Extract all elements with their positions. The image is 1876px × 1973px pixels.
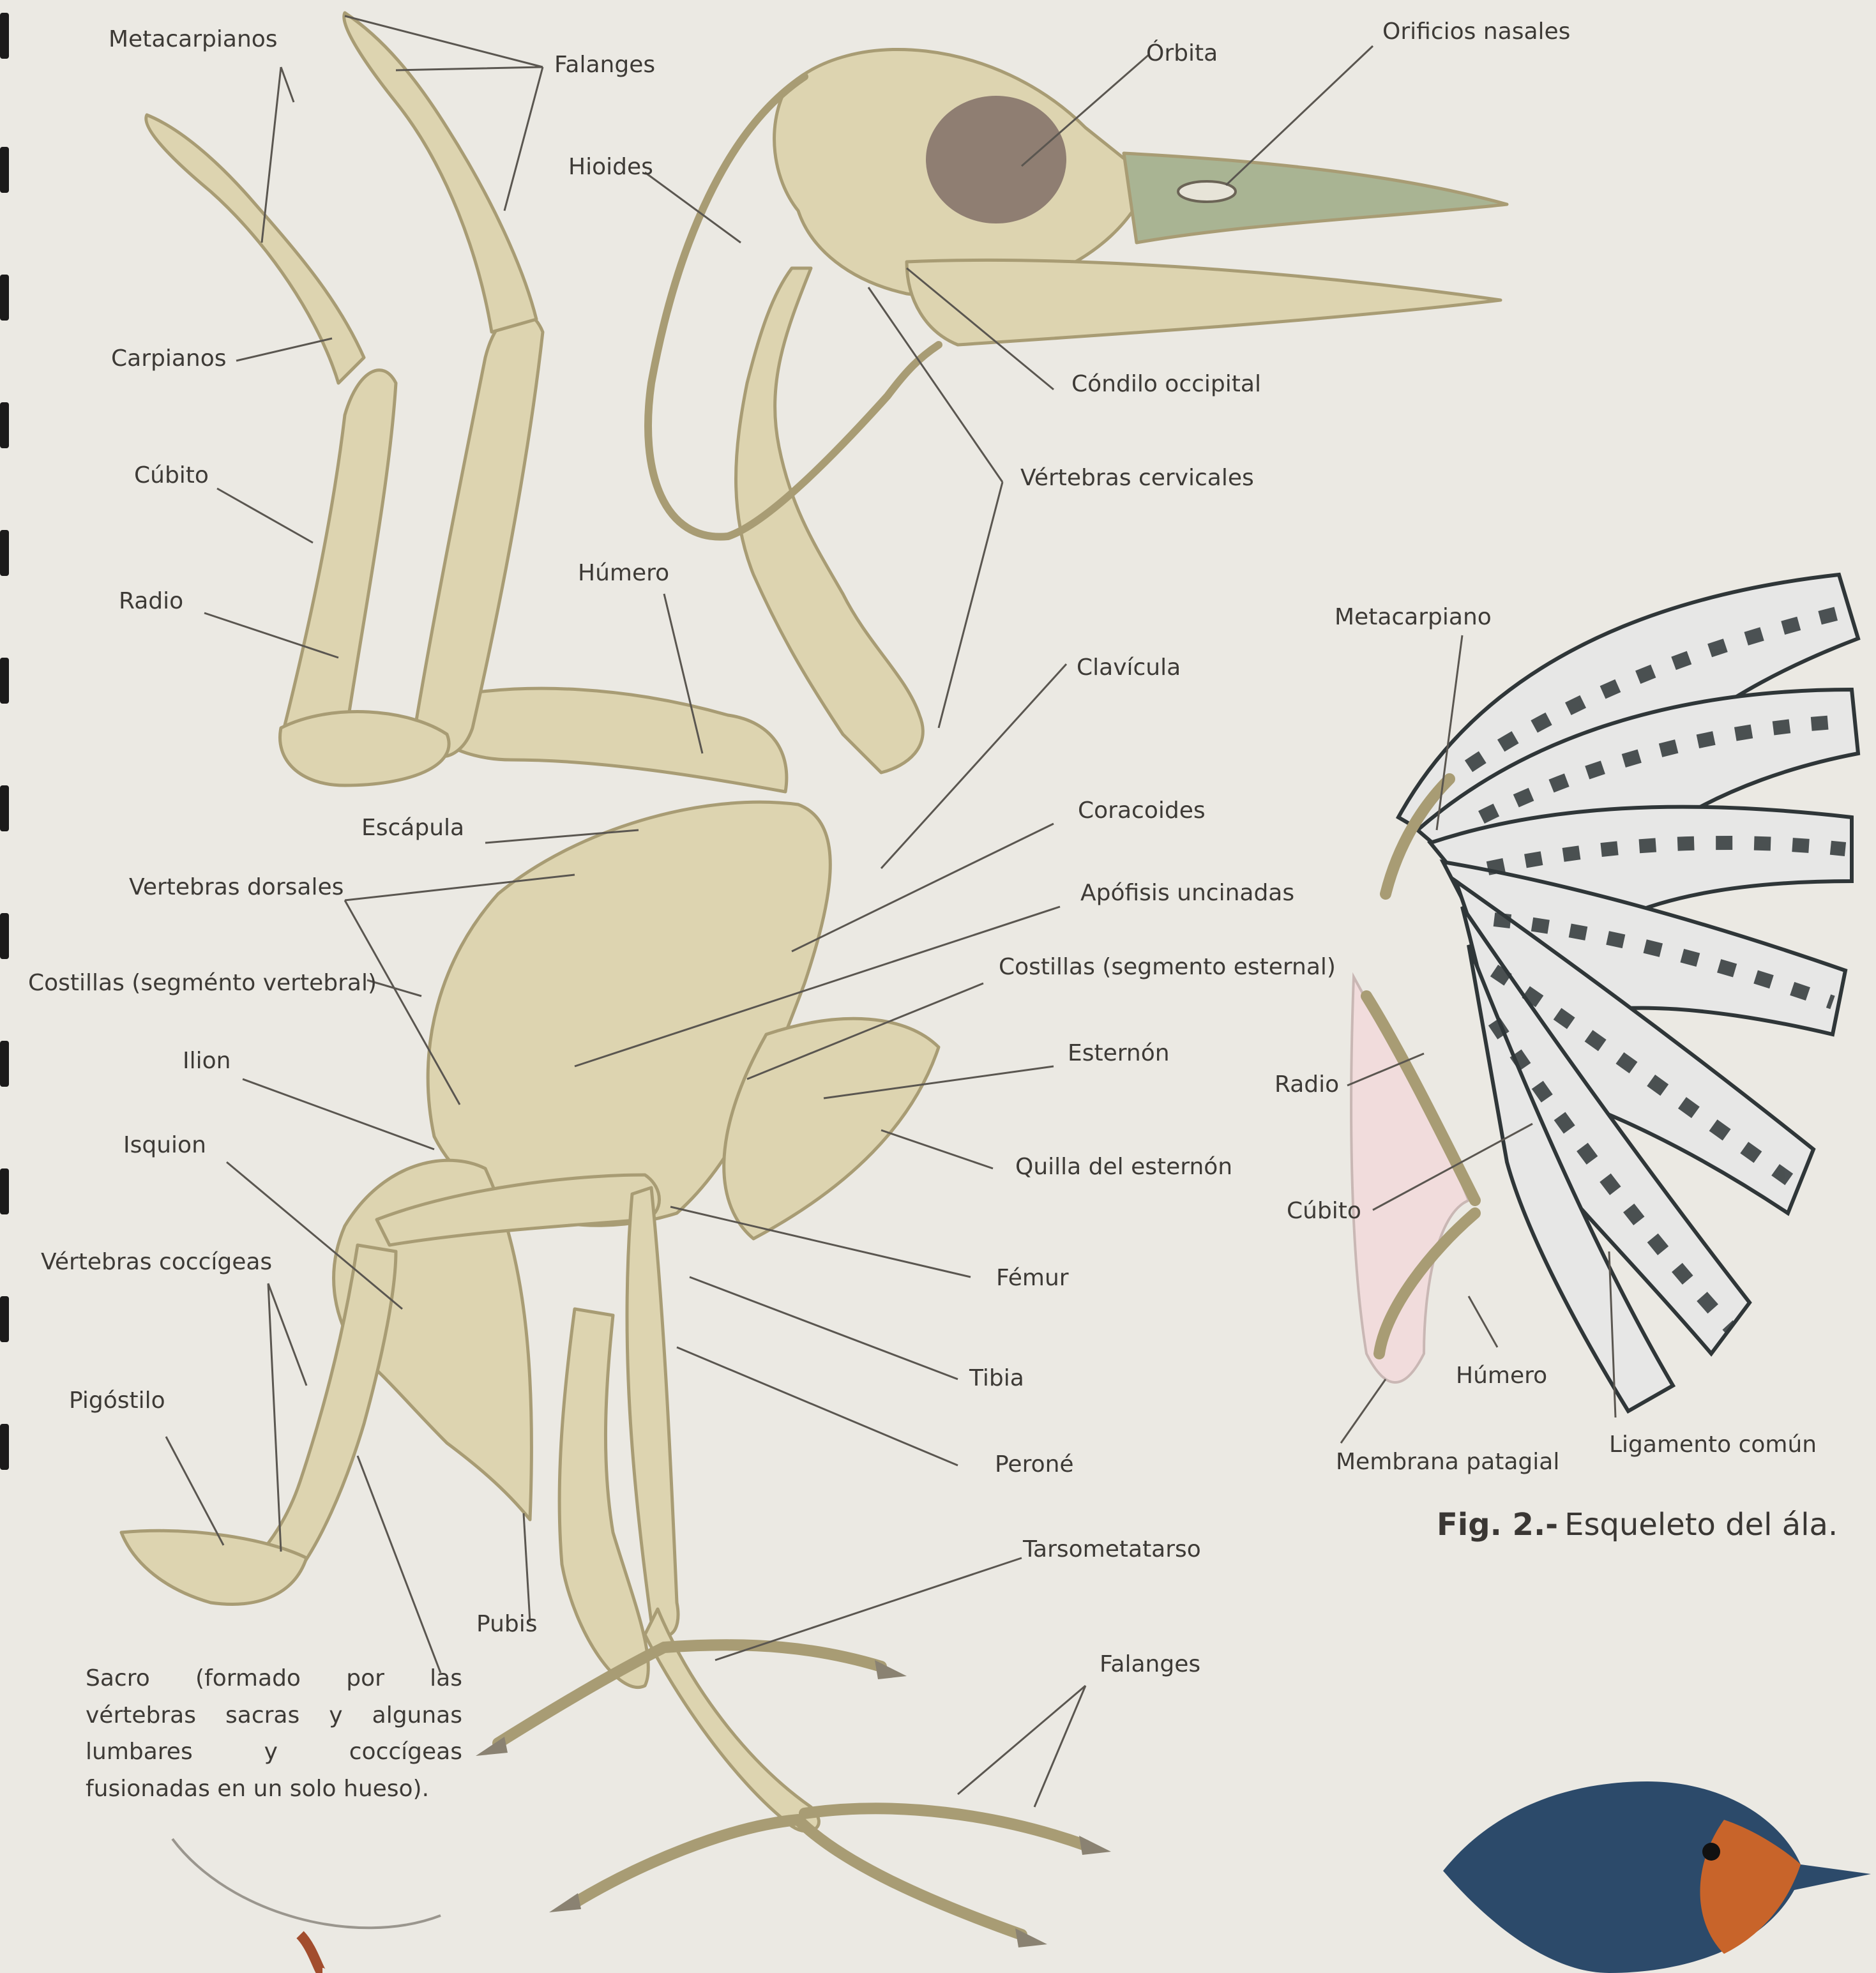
figure-caption: Fig. 2.-Esqueleto del ála. [1437,1507,1838,1543]
label-hioides: Hioides [568,153,653,181]
label-vertebras-cervicales: Vértebras cervicales [1020,464,1254,492]
label-isquion: Isquion [123,1131,206,1159]
label-orbita: Órbita [1146,40,1218,67]
label-clavicula: Clavícula [1077,654,1181,681]
label-falanges-mano: Falanges [554,51,655,79]
label-pubis: Pubis [476,1610,538,1638]
label-perone: Peroné [995,1451,1074,1478]
label-escapula: Escápula [361,814,464,842]
sacro-note: Sacro (formado por las vértebras sacras … [86,1660,462,1807]
label-ilion: Ilion [183,1047,231,1075]
label-carpianos: Carpianos [111,345,227,372]
label-cubito: Cúbito [134,462,209,489]
label-quilla-esternon: Quilla del esternón [1015,1153,1232,1181]
label-tibia: Tibia [969,1364,1024,1392]
label-wing-cubito: Cúbito [1287,1197,1361,1225]
label-costillas-esternal: Costillas (segmento esternal) [999,953,1336,981]
label-condilo-occipital: Cóndilo occipital [1071,370,1261,398]
label-wing-radio: Radio [1275,1071,1339,1098]
label-metacarpianos: Metacarpianos [109,26,278,53]
label-wing-metacarpiano: Metacarpiano [1335,603,1492,631]
label-wing-humero: Húmero [1456,1362,1547,1389]
label-costillas-vertebral: Costillas (segménto vertebral) [28,969,377,997]
label-vertebras-coccigeas: Vértebras coccígeas [41,1248,272,1276]
label-wing-ligamento-comun: Ligamento común [1609,1431,1817,1458]
label-apofisis-uncinadas: Apófisis uncinadas [1080,879,1294,907]
label-tarsometatarso: Tarsometatarso [1023,1536,1201,1563]
label-coracoides: Coracoides [1078,797,1206,824]
label-pigostilo: Pigóstilo [69,1387,165,1414]
label-radio: Radio [119,587,183,615]
label-orificios-nasales: Orificios nasales [1382,18,1570,45]
caption-number: Fig. 2.- [1437,1507,1558,1543]
caption-text: Esqueleto del ála. [1564,1507,1838,1543]
label-vertebras-dorsales: Vertebras dorsales [129,873,344,901]
label-femur: Fémur [996,1264,1069,1292]
label-humero: Húmero [578,559,669,587]
label-falanges-pata: Falanges [1100,1651,1200,1678]
label-esternon: Esternón [1068,1039,1170,1067]
label-wing-membrana-patagial: Membrana patagial [1336,1448,1559,1476]
